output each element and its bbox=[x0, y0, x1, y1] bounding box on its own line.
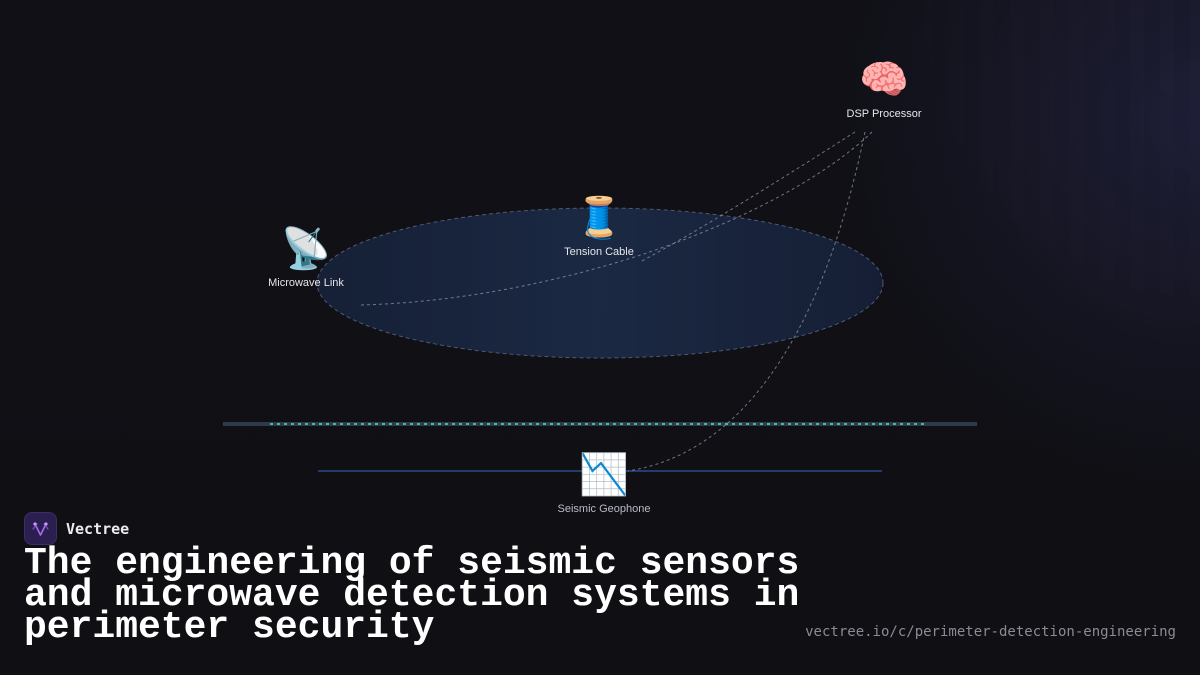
node-microwave-link: 📡 Microwave Link bbox=[268, 225, 344, 289]
brain-icon: 🧠 bbox=[859, 57, 909, 103]
node-tension-cable: 🧵 Tension Cable bbox=[564, 194, 634, 258]
node-dsp-processor: 🧠 DSP Processor bbox=[847, 56, 922, 120]
chart-decreasing-icon: 📉 bbox=[579, 452, 629, 498]
link-dsp-geophone bbox=[627, 131, 866, 472]
node-label-microwave: Microwave Link bbox=[268, 277, 344, 289]
page-title: The engineering of seismic sensors and m… bbox=[24, 542, 800, 649]
satellite-antenna-icon: 📡 bbox=[281, 226, 331, 272]
brand[interactable]: Vectree bbox=[24, 512, 129, 545]
article-url[interactable]: vectree.io/c/perimeter-detection-enginee… bbox=[805, 624, 1176, 640]
spool-of-thread-icon: 🧵 bbox=[574, 195, 624, 241]
node-label-dsp: DSP Processor bbox=[846, 108, 922, 120]
node-label-cable: Tension Cable bbox=[564, 246, 634, 258]
node-seismic-geophone: 📉 Seismic Geophone bbox=[558, 451, 651, 515]
node-label-geophone: Seismic Geophone bbox=[557, 503, 651, 515]
vectree-logo-icon bbox=[24, 512, 57, 545]
link-dsp-cable bbox=[639, 131, 856, 263]
link-dsp-microwave bbox=[359, 131, 873, 306]
brand-name: Vectree bbox=[66, 519, 130, 538]
detection-zone-ellipse bbox=[316, 207, 884, 359]
